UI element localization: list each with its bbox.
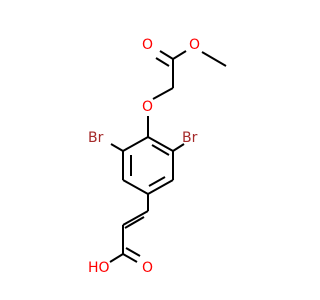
ring-bond <box>147 179 174 195</box>
bond-ring-to-br-left <box>110 143 124 152</box>
ring-bond <box>122 179 149 195</box>
molecule-structure-diagram: Br Br O O O HO O <box>88 37 227 276</box>
substituent-bonds <box>109 50 227 263</box>
bond-vinyl-double <box>124 216 145 229</box>
ring-bond <box>151 144 170 156</box>
ring-bond <box>148 176 166 187</box>
bond-acid-c-to-carbonyl-o <box>122 253 138 263</box>
br-right-label: Br <box>182 130 198 146</box>
bond-acid-c-to-carbonyl-o <box>125 247 141 257</box>
bond-ester-c-to-single-o <box>172 50 187 60</box>
ring-bond <box>122 136 149 152</box>
atom-labels: Br Br O O O HO O <box>88 37 200 276</box>
benzene-ring <box>122 136 174 195</box>
acid-carbonyl-oxygen-label: O <box>142 260 153 276</box>
ether-oxygen-label: O <box>142 99 153 115</box>
bond-ester-c-to-carbonyl-o <box>159 50 174 60</box>
bond-vinyl-double <box>122 210 149 226</box>
bond-acid-c-to-hydroxyl-o <box>109 253 124 263</box>
bond-ester-c-to-carbonyl-o <box>155 57 170 67</box>
br-left-label: Br <box>88 130 104 146</box>
ester-single-oxygen-label: O <box>189 37 200 53</box>
bond-ester-o-to-methyl <box>201 51 227 67</box>
bond-ring-to-br-right <box>172 143 185 152</box>
acid-hydroxyl-label: HO <box>88 260 110 276</box>
ester-carbonyl-oxygen-label: O <box>142 37 153 53</box>
ring-bond <box>147 136 174 152</box>
bond-ether-o-to-ch2 <box>152 87 174 100</box>
